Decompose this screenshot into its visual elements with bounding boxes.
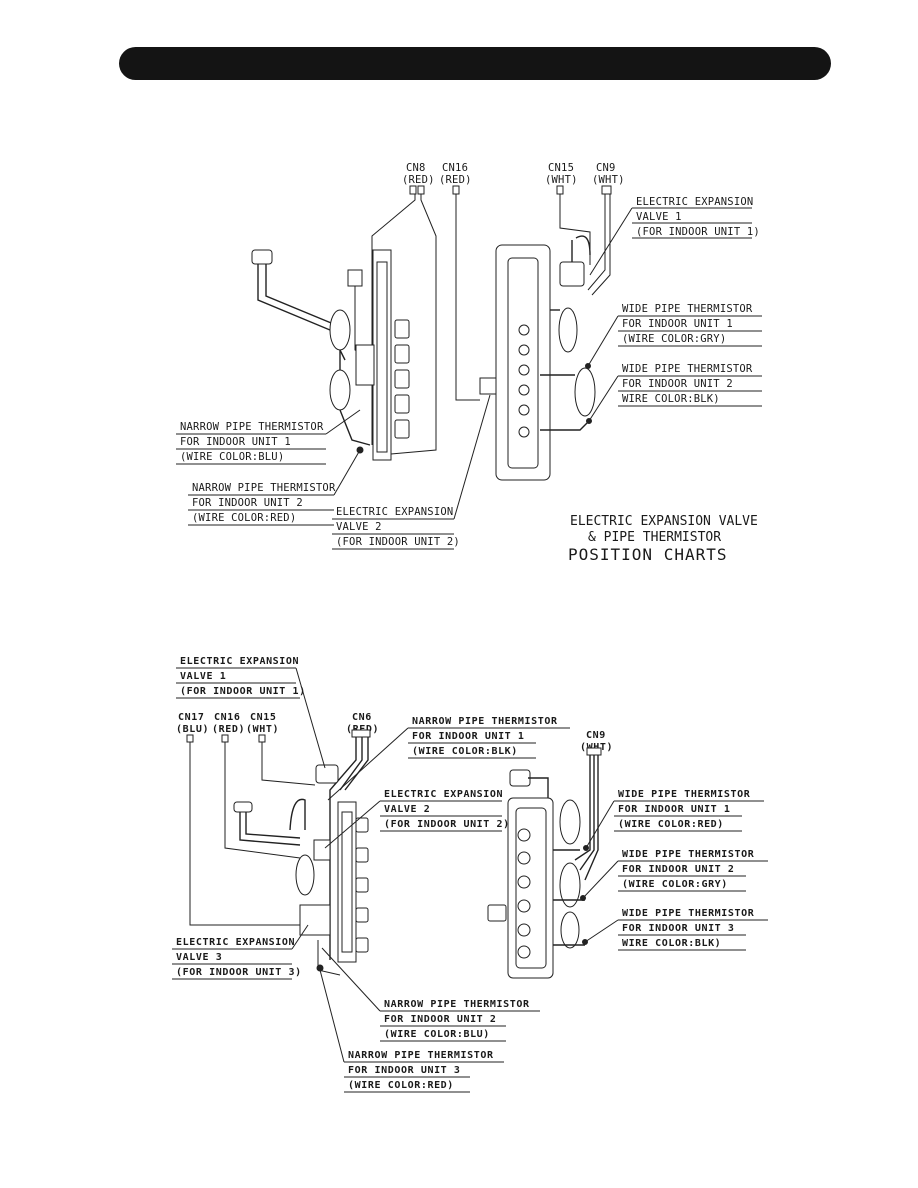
svg-text:FOR INDOOR UNIT 2: FOR INDOOR UNIT 2 bbox=[384, 1014, 497, 1025]
svg-text:(FOR INDOOR UNIT 2): (FOR INDOOR UNIT 2) bbox=[336, 536, 460, 548]
connector-cn15: CN15 (WHT) bbox=[545, 162, 578, 186]
connector-cn16: CN16 (RED) bbox=[212, 712, 245, 735]
svg-text:CN15: CN15 bbox=[548, 162, 574, 174]
svg-text:CN8: CN8 bbox=[406, 162, 426, 174]
svg-text:ELECTRIC EXPANSION: ELECTRIC EXPANSION bbox=[176, 937, 295, 948]
callout-narrow2: NARROW PIPE THERMISTOR FOR INDOOR UNIT 2… bbox=[188, 449, 361, 526]
callout-wide1: WIDE PIPE THERMISTOR FOR INDOOR UNIT 1 (… bbox=[587, 303, 762, 367]
diagram-2: CN17 (BLU) CN16 (RED) CN15 (WHT) CN6 (RE… bbox=[172, 656, 768, 1093]
svg-text:(WIRE COLOR:GRY): (WIRE COLOR:GRY) bbox=[622, 879, 728, 890]
svg-text:(FOR INDOOR UNIT 2): (FOR INDOOR UNIT 2) bbox=[384, 819, 510, 830]
connector-cn17: CN17 (BLU) bbox=[176, 712, 209, 735]
svg-text:POSITION CHARTS: POSITION CHARTS bbox=[568, 545, 728, 564]
svg-text:WIDE PIPE THERMISTOR: WIDE PIPE THERMISTOR bbox=[622, 363, 753, 375]
svg-text:FOR INDOOR UNIT 3: FOR INDOOR UNIT 3 bbox=[622, 923, 735, 934]
svg-text:FOR INDOOR UNIT 3: FOR INDOOR UNIT 3 bbox=[348, 1065, 461, 1076]
svg-text:FOR INDOOR UNIT 2: FOR INDOOR UNIT 2 bbox=[622, 864, 735, 875]
chart-title: ELECTRIC EXPANSION VALVE & PIPE THERMIST… bbox=[568, 514, 758, 564]
svg-text:FOR INDOOR UNIT 1: FOR INDOOR UNIT 1 bbox=[618, 804, 731, 815]
svg-text:(WIRE COLOR:BLU): (WIRE COLOR:BLU) bbox=[384, 1029, 490, 1040]
svg-text:CN15: CN15 bbox=[250, 712, 276, 723]
callout-narrow3-2: NARROW PIPE THERMISTOR FOR INDOOR UNIT 3… bbox=[319, 969, 504, 1093]
section-header-bar bbox=[119, 47, 831, 80]
svg-text:(WHT): (WHT) bbox=[592, 174, 625, 186]
svg-text:NARROW PIPE THERMISTOR: NARROW PIPE THERMISTOR bbox=[180, 421, 324, 433]
svg-text:(RED): (RED) bbox=[439, 174, 472, 186]
callout-wide1-2: WIDE PIPE THERMISTOR FOR INDOOR UNIT 1 (… bbox=[585, 789, 764, 849]
left-valve-assembly-drawing-2 bbox=[186, 729, 371, 976]
callout-narrow1: NARROW PIPE THERMISTOR FOR INDOOR UNIT 1… bbox=[176, 409, 361, 465]
svg-text:NARROW PIPE THERMISTOR: NARROW PIPE THERMISTOR bbox=[384, 999, 530, 1010]
svg-text:FOR INDOOR UNIT 2: FOR INDOOR UNIT 2 bbox=[192, 497, 303, 509]
callout-wide3-2: WIDE PIPE THERMISTOR FOR INDOOR UNIT 3 W… bbox=[584, 908, 768, 951]
svg-text:ELECTRIC EXPANSION: ELECTRIC EXPANSION bbox=[636, 196, 753, 208]
callout-wide2-2: WIDE PIPE THERMISTOR FOR INDOOR UNIT 2 (… bbox=[582, 849, 768, 899]
svg-text:CN9: CN9 bbox=[596, 162, 616, 174]
svg-text:(WIRE COLOR:RED): (WIRE COLOR:RED) bbox=[192, 512, 296, 524]
svg-text:VALVE 1: VALVE 1 bbox=[636, 211, 682, 223]
connector-cn16: CN16 (RED) bbox=[439, 162, 472, 186]
connector-cn8: CN8 (RED) bbox=[402, 162, 435, 186]
left-valve-assembly-drawing bbox=[251, 185, 466, 461]
callout-narrow1-2: NARROW PIPE THERMISTOR FOR INDOOR UNIT 1… bbox=[327, 716, 570, 801]
svg-text:VALVE 1: VALVE 1 bbox=[180, 671, 226, 682]
svg-text:NARROW PIPE THERMISTOR: NARROW PIPE THERMISTOR bbox=[412, 716, 558, 727]
connector-cn15: CN15 (WHT) bbox=[246, 712, 279, 735]
svg-text:ELECTRIC EXPANSION: ELECTRIC EXPANSION bbox=[384, 789, 503, 800]
svg-text:(WIRE COLOR:RED): (WIRE COLOR:RED) bbox=[348, 1080, 454, 1091]
svg-text:VALVE 3: VALVE 3 bbox=[176, 952, 222, 963]
svg-text:CN16: CN16 bbox=[442, 162, 468, 174]
svg-text:(RED): (RED) bbox=[212, 724, 245, 735]
right-valve-assembly-drawing-2 bbox=[487, 747, 602, 979]
svg-text:WIDE PIPE THERMISTOR: WIDE PIPE THERMISTOR bbox=[622, 303, 753, 315]
svg-text:WIRE COLOR:BLK): WIRE COLOR:BLK) bbox=[622, 393, 720, 405]
svg-text:(WIRE COLOR:BLU): (WIRE COLOR:BLU) bbox=[180, 451, 284, 463]
right-valve-assembly-drawing bbox=[466, 185, 612, 481]
svg-text:(FOR INDOOR UNIT 3): (FOR INDOOR UNIT 3) bbox=[176, 967, 302, 978]
callout-eev3-2: ELECTRIC EXPANSION VALVE 3 (FOR INDOOR U… bbox=[172, 924, 309, 980]
svg-text:WIDE PIPE THERMISTOR: WIDE PIPE THERMISTOR bbox=[622, 908, 755, 919]
svg-text:VALVE 2: VALVE 2 bbox=[336, 521, 382, 533]
svg-text:VALVE 2: VALVE 2 bbox=[384, 804, 430, 815]
svg-text:ELECTRIC EXPANSION: ELECTRIC EXPANSION bbox=[336, 506, 453, 518]
svg-text:FOR INDOOR UNIT 1: FOR INDOOR UNIT 1 bbox=[412, 731, 525, 742]
svg-text:WIDE PIPE THERMISTOR: WIDE PIPE THERMISTOR bbox=[622, 849, 755, 860]
svg-text:& PIPE THERMISTOR: & PIPE THERMISTOR bbox=[588, 530, 721, 545]
svg-text:NARROW PIPE THERMISTOR: NARROW PIPE THERMISTOR bbox=[348, 1050, 494, 1061]
svg-text:(WIRE COLOR:GRY): (WIRE COLOR:GRY) bbox=[622, 333, 726, 345]
svg-text:ELECTRIC EXPANSION: ELECTRIC EXPANSION bbox=[180, 656, 299, 667]
svg-text:FOR INDOOR UNIT 1: FOR INDOOR UNIT 1 bbox=[180, 436, 291, 448]
connector-cn9: CN9 (WHT) bbox=[592, 162, 625, 186]
diagram-1: CN8 (RED) CN16 (RED) CN15 (WHT) CN9 (WHT… bbox=[176, 162, 762, 564]
callout-eev2-2: ELECTRIC EXPANSION VALVE 2 (FOR INDOOR U… bbox=[324, 789, 510, 849]
svg-text:CN6: CN6 bbox=[352, 712, 372, 723]
svg-text:FOR INDOOR UNIT 2: FOR INDOOR UNIT 2 bbox=[622, 378, 733, 390]
svg-text:WIDE PIPE THERMISTOR: WIDE PIPE THERMISTOR bbox=[618, 789, 751, 800]
svg-text:(RED): (RED) bbox=[402, 174, 435, 186]
svg-text:FOR INDOOR UNIT 1: FOR INDOOR UNIT 1 bbox=[622, 318, 733, 330]
callout-narrow2-2: NARROW PIPE THERMISTOR FOR INDOOR UNIT 2… bbox=[321, 947, 540, 1042]
svg-text:(WIRE COLOR:RED): (WIRE COLOR:RED) bbox=[618, 819, 724, 830]
svg-text:CN16: CN16 bbox=[214, 712, 240, 723]
svg-text:WIRE COLOR:BLK): WIRE COLOR:BLK) bbox=[622, 938, 721, 949]
svg-text:(BLU): (BLU) bbox=[176, 724, 209, 735]
callout-eev1-2: ELECTRIC EXPANSION VALVE 1 (FOR INDOOR U… bbox=[176, 656, 326, 769]
svg-text:CN9: CN9 bbox=[586, 730, 606, 741]
callout-eev2: ELECTRIC EXPANSION VALVE 2 (FOR INDOOR U… bbox=[332, 394, 491, 550]
svg-text:NARROW PIPE THERMISTOR: NARROW PIPE THERMISTOR bbox=[192, 482, 336, 494]
svg-text:(FOR INDOOR UNIT 1): (FOR INDOOR UNIT 1) bbox=[636, 226, 760, 238]
svg-text:(WIRE COLOR:BLK): (WIRE COLOR:BLK) bbox=[412, 746, 518, 757]
svg-text:ELECTRIC EXPANSION VALVE: ELECTRIC EXPANSION VALVE bbox=[570, 514, 758, 529]
svg-text:(FOR INDOOR UNIT 1): (FOR INDOOR UNIT 1) bbox=[180, 686, 306, 697]
svg-text:(WHT): (WHT) bbox=[246, 724, 279, 735]
callout-wide2: WIDE PIPE THERMISTOR FOR INDOOR UNIT 2 W… bbox=[588, 363, 762, 422]
callout-eev1: ELECTRIC EXPANSION VALVE 1 (FOR INDOOR U… bbox=[589, 196, 760, 276]
svg-text:CN17: CN17 bbox=[178, 712, 204, 723]
svg-text:(WHT): (WHT) bbox=[545, 174, 578, 186]
